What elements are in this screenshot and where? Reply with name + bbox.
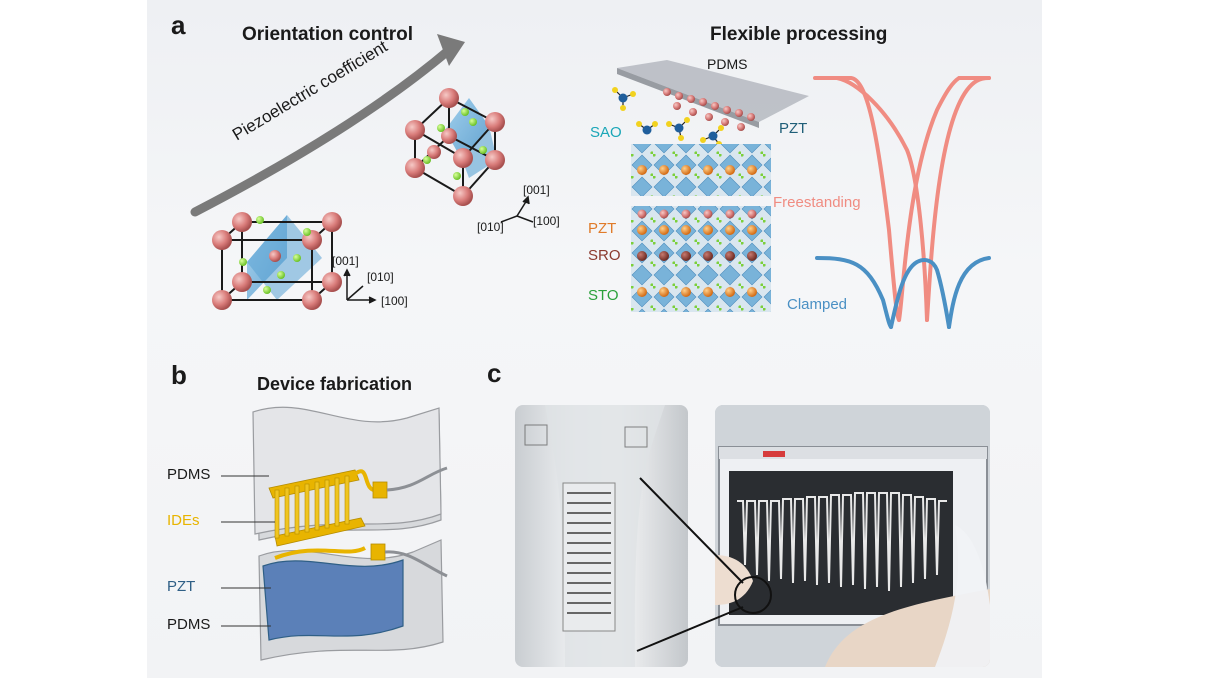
- coefficient-arrow: [190, 45, 454, 217]
- crystal-bottom-axis-y: [010]: [367, 270, 394, 284]
- panel-b-letter: b: [171, 360, 187, 390]
- device-leader-lines: [221, 475, 275, 627]
- coefficient-arrowhead: [437, 34, 465, 66]
- label-sao: SAO: [590, 124, 622, 141]
- photo-wrist-sensor: [515, 405, 688, 667]
- panel-a-graphics: [190, 34, 991, 661]
- label-pdms: PDMS: [707, 56, 748, 72]
- panel-c-letter: c: [487, 358, 502, 388]
- device-heading: Device fabrication: [257, 374, 413, 394]
- label-device-ides: IDEs: [167, 512, 200, 529]
- clamped-curve-mid: [889, 258, 951, 329]
- crystal-top-axis-y: [010]: [477, 220, 504, 234]
- crystal-top-axis-x: [100]: [533, 214, 560, 228]
- panel-a-letter: a: [171, 10, 186, 40]
- label-sro: SRO: [588, 247, 621, 264]
- connector-top: [372, 481, 388, 499]
- label-device-pdms-bottom: PDMS: [167, 616, 211, 633]
- crystal-top-axes-arrows: [500, 195, 534, 223]
- label-pzt-top: PZT: [779, 120, 808, 137]
- label-freestanding: Freestanding: [773, 194, 861, 211]
- clamped-curve-right: [947, 256, 991, 329]
- connector-bottom: [370, 543, 386, 561]
- photo-monitor: [715, 405, 990, 667]
- freestanding-curve-mid: [835, 76, 929, 322]
- crystal-bottom-axis-z: [001]: [332, 254, 359, 268]
- device-pzt-film: [262, 559, 404, 641]
- orientation-heading: Orientation control: [242, 24, 413, 45]
- crystal-cube-bottom: [212, 212, 342, 310]
- transferred-atoms: [663, 88, 755, 131]
- crystal-bottom-axis-x: [100]: [381, 294, 408, 308]
- wire-top: [386, 466, 448, 492]
- wire-bottom: [384, 550, 448, 578]
- figure: a Orientation control Flexible processin…: [147, 0, 1042, 678]
- label-device-pdms-top: PDMS: [167, 466, 211, 483]
- label-device-pzt: PZT: [167, 578, 196, 595]
- device-pdms-bottom: [258, 539, 448, 661]
- label-pzt: PZT: [588, 220, 617, 237]
- crystal-top-axis-z: [001]: [523, 183, 550, 197]
- freestanding-curve-right-rise: [897, 76, 991, 322]
- sensor-patch: [562, 482, 616, 632]
- clamped-curve-left: [815, 256, 893, 329]
- hysteresis-curves: [813, 76, 991, 329]
- device-ides: [268, 466, 448, 547]
- crystal-bottom-axes-arrows: [343, 268, 377, 304]
- label-clamped: Clamped: [787, 296, 848, 313]
- flexible-heading: Flexible processing: [710, 24, 888, 45]
- pdms-slab: [617, 60, 809, 122]
- crystal-cube-top: [405, 88, 505, 206]
- label-sto: STO: [588, 287, 619, 304]
